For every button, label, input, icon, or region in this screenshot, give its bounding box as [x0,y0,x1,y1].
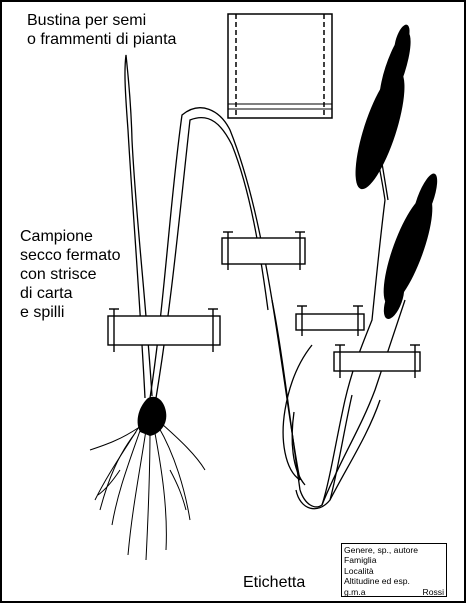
seed-envelope [228,14,332,118]
root-crown [138,397,167,436]
roots [90,424,205,560]
label-seed-envelope: Bustina per semi o frammenti di pianta [27,11,176,49]
leaves [125,55,405,509]
specimen-tag: Genere, sp., autore Famiglia Località Al… [341,543,447,597]
tag-line-locality: Località [344,566,444,576]
tag-line-altitude: Altitudine ed esp. [344,576,444,586]
seed-head-upper [346,23,417,194]
paper-strip-2 [222,232,305,270]
paper-strip-3 [296,306,364,336]
label-tag: Etichetta [243,573,305,592]
tag-line-genus: Genere, sp., autore [344,545,444,555]
tag-line-family: Famiglia [344,555,444,565]
label-dried-specimen: Campione secco fermato con strisce di ca… [20,227,120,322]
tag-line-collector: g.m.a Rossi [344,587,444,597]
paper-strip-4 [334,345,420,378]
paper-strip-1 [108,309,220,352]
